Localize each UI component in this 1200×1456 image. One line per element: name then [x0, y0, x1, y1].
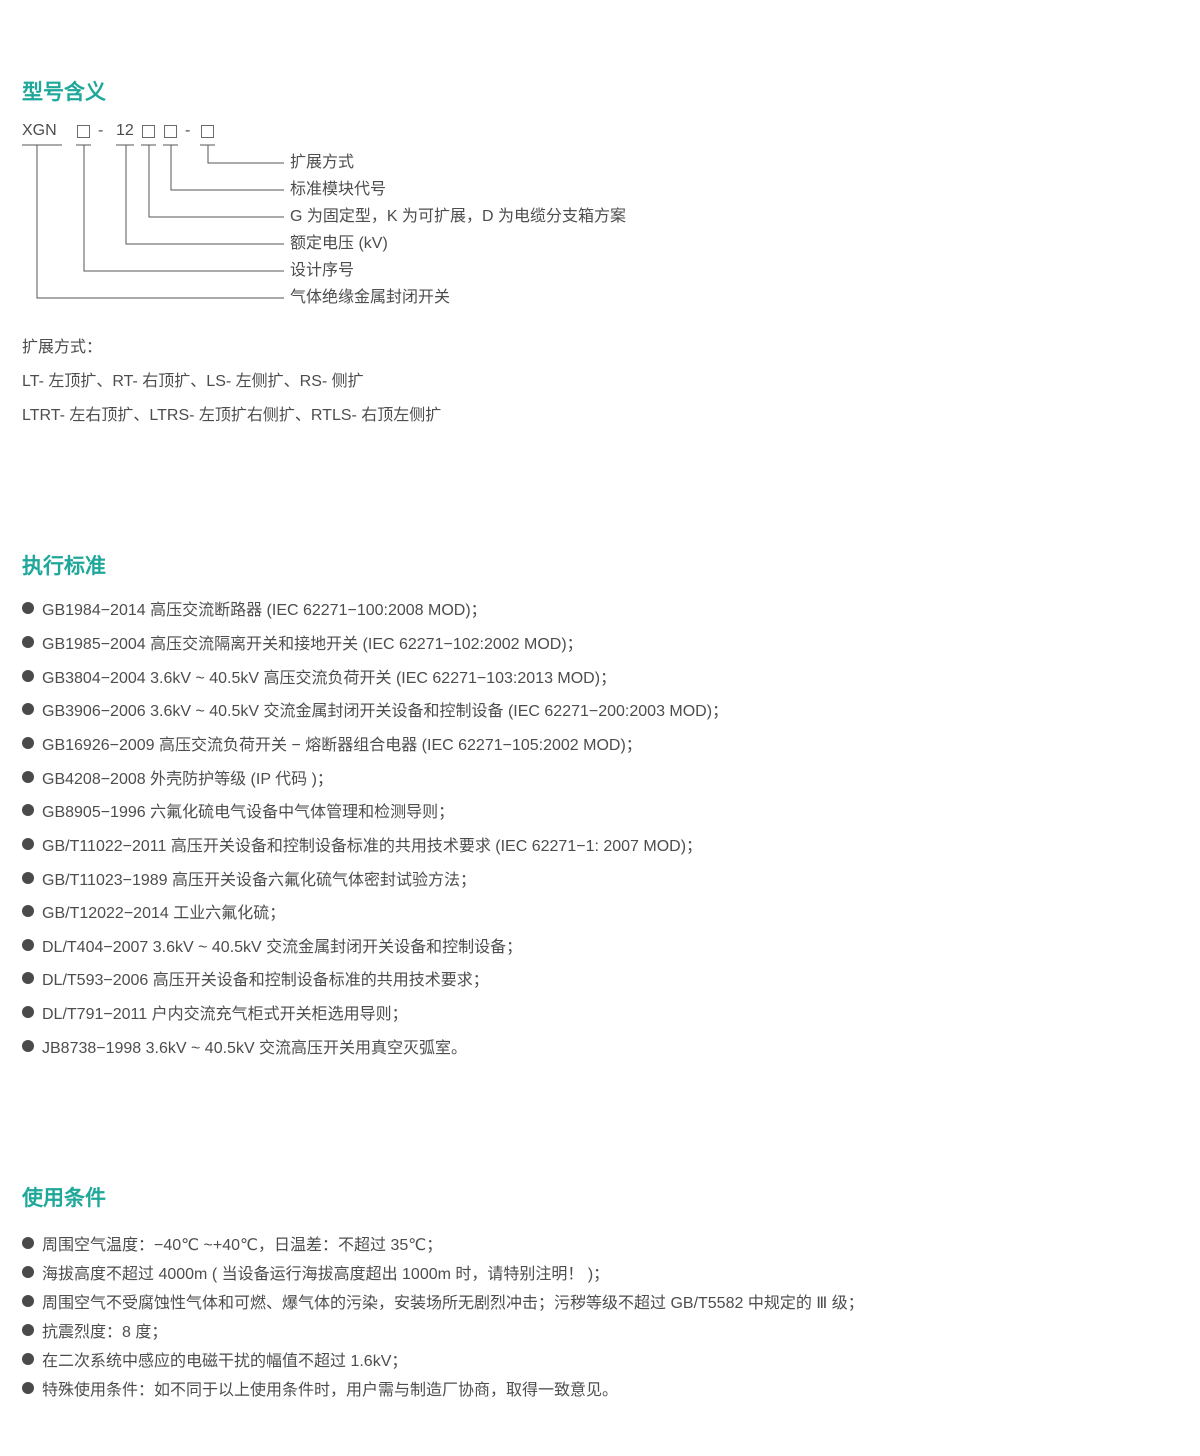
label-design-serial: 设计序号 — [290, 262, 355, 279]
label-module-code: 标准模块代号 — [290, 181, 387, 198]
expansion-line-1: LT- 左顶扩、RT- 右顶扩、LS- 左侧扩、RS- 侧扩 — [22, 373, 364, 390]
list-item: GB3804−2004 3.6kV ~ 40.5kV 高压交流负荷开关 (IEC… — [22, 664, 616, 688]
list-item: 海拔高度不超过 4000m ( 当设备运行海拔高度超出 1000m 时，请特别注… — [22, 1260, 609, 1284]
list-item: DL/T791−2011 户内交流充气柜式开关柜选用导则； — [22, 1000, 408, 1024]
bullet-icon — [22, 602, 34, 614]
label-gis-switch: 气体绝缘金属封闭开关 — [290, 289, 451, 306]
list-item: GB4208−2008 外壳防护等级 (IP 代码 )； — [22, 765, 333, 789]
bullet-icon — [22, 972, 34, 984]
bullet-icon — [22, 1324, 34, 1336]
list-item: 抗震烈度：8 度； — [22, 1318, 167, 1342]
code-dash-2: - — [185, 122, 191, 139]
code-box-module — [164, 125, 177, 138]
bullet-icon — [22, 1006, 34, 1018]
list-item: GB/T11022−2011 高压开关设备和控制设备标准的共用技术要求 (IEC… — [22, 832, 702, 856]
list-item: GB3906−2006 3.6kV ~ 40.5kV 交流金属封闭开关设备和控制… — [22, 697, 728, 721]
bullet-icon — [22, 703, 34, 715]
bullet-icon — [22, 1382, 34, 1394]
model-code-leader-lines — [22, 144, 284, 299]
bullet-icon — [22, 905, 34, 917]
bullet-icon — [22, 804, 34, 816]
expansion-title: 扩展方式： — [22, 339, 103, 356]
list-item: 周围空气不受腐蚀性气体和可燃、爆气体的污染，安装场所无剧烈冲击；污秽等级不超过 … — [22, 1289, 864, 1313]
label-type: G 为固定型，K 为可扩展，D 为电缆分支箱方案 — [290, 208, 627, 225]
list-item: GB1984−2014 高压交流断路器 (IEC 62271−100:2008 … — [22, 596, 487, 620]
list-item: 在二次系统中感应的电磁干扰的幅值不超过 1.6kV； — [22, 1347, 407, 1371]
bullet-icon — [22, 939, 34, 951]
expansion-line-2: LTRT- 左右顶扩、LTRS- 左顶扩右侧扩、RTLS- 右顶左侧扩 — [22, 407, 442, 424]
list-item: DL/T404−2007 3.6kV ~ 40.5kV 交流金属封闭开关设备和控… — [22, 933, 522, 957]
list-item: DL/T593−2006 高压开关设备和控制设备标准的共用技术要求； — [22, 966, 489, 990]
bullet-icon — [22, 636, 34, 648]
bullet-icon — [22, 737, 34, 749]
bullet-icon — [22, 1295, 34, 1307]
list-item: GB8905−1996 六氟化硫电气设备中气体管理和检测导则； — [22, 798, 454, 822]
list-item: 周围空气温度：−40℃ ~+40℃，日温差：不超过 35℃； — [22, 1231, 442, 1255]
bullet-icon — [22, 1353, 34, 1365]
list-item: JB8738−1998 3.6kV ~ 40.5kV 交流高压开关用真空灭弧室。 — [22, 1034, 467, 1058]
code-box-expansion — [201, 125, 214, 138]
conditions-title: 使用条件 — [22, 1187, 106, 1210]
list-item: GB/T12022−2014 工业六氟化硫； — [22, 899, 285, 923]
label-expansion-mode: 扩展方式 — [290, 154, 355, 171]
code-rating: 12 — [116, 122, 134, 139]
list-item: GB/T11023−1989 高压开关设备六氟化硫气体密封试验方法； — [22, 866, 476, 890]
standards-title: 执行标准 — [22, 555, 106, 578]
bullet-icon — [22, 1266, 34, 1278]
bullet-icon — [22, 1040, 34, 1052]
bullet-icon — [22, 670, 34, 682]
list-item: GB16926−2009 高压交流负荷开关 − 熔断器组合电器 (IEC 622… — [22, 731, 642, 755]
code-dash-1: - — [98, 122, 104, 139]
list-item: 特殊使用条件：如不同于以上使用条件时，用户需与制造厂协商，取得一致意见。 — [22, 1376, 618, 1400]
bullet-icon — [22, 838, 34, 850]
bullet-icon — [22, 771, 34, 783]
code-box-type — [142, 125, 155, 138]
bullet-icon — [22, 1237, 34, 1249]
model-meaning-title: 型号含义 — [22, 81, 106, 104]
code-box-design — [77, 125, 90, 138]
bullet-icon — [22, 872, 34, 884]
label-rated-voltage: 额定电压 (kV) — [290, 235, 388, 252]
code-prefix: XGN — [22, 122, 57, 139]
list-item: GB1985−2004 高压交流隔离开关和接地开关 (IEC 62271−102… — [22, 630, 583, 654]
